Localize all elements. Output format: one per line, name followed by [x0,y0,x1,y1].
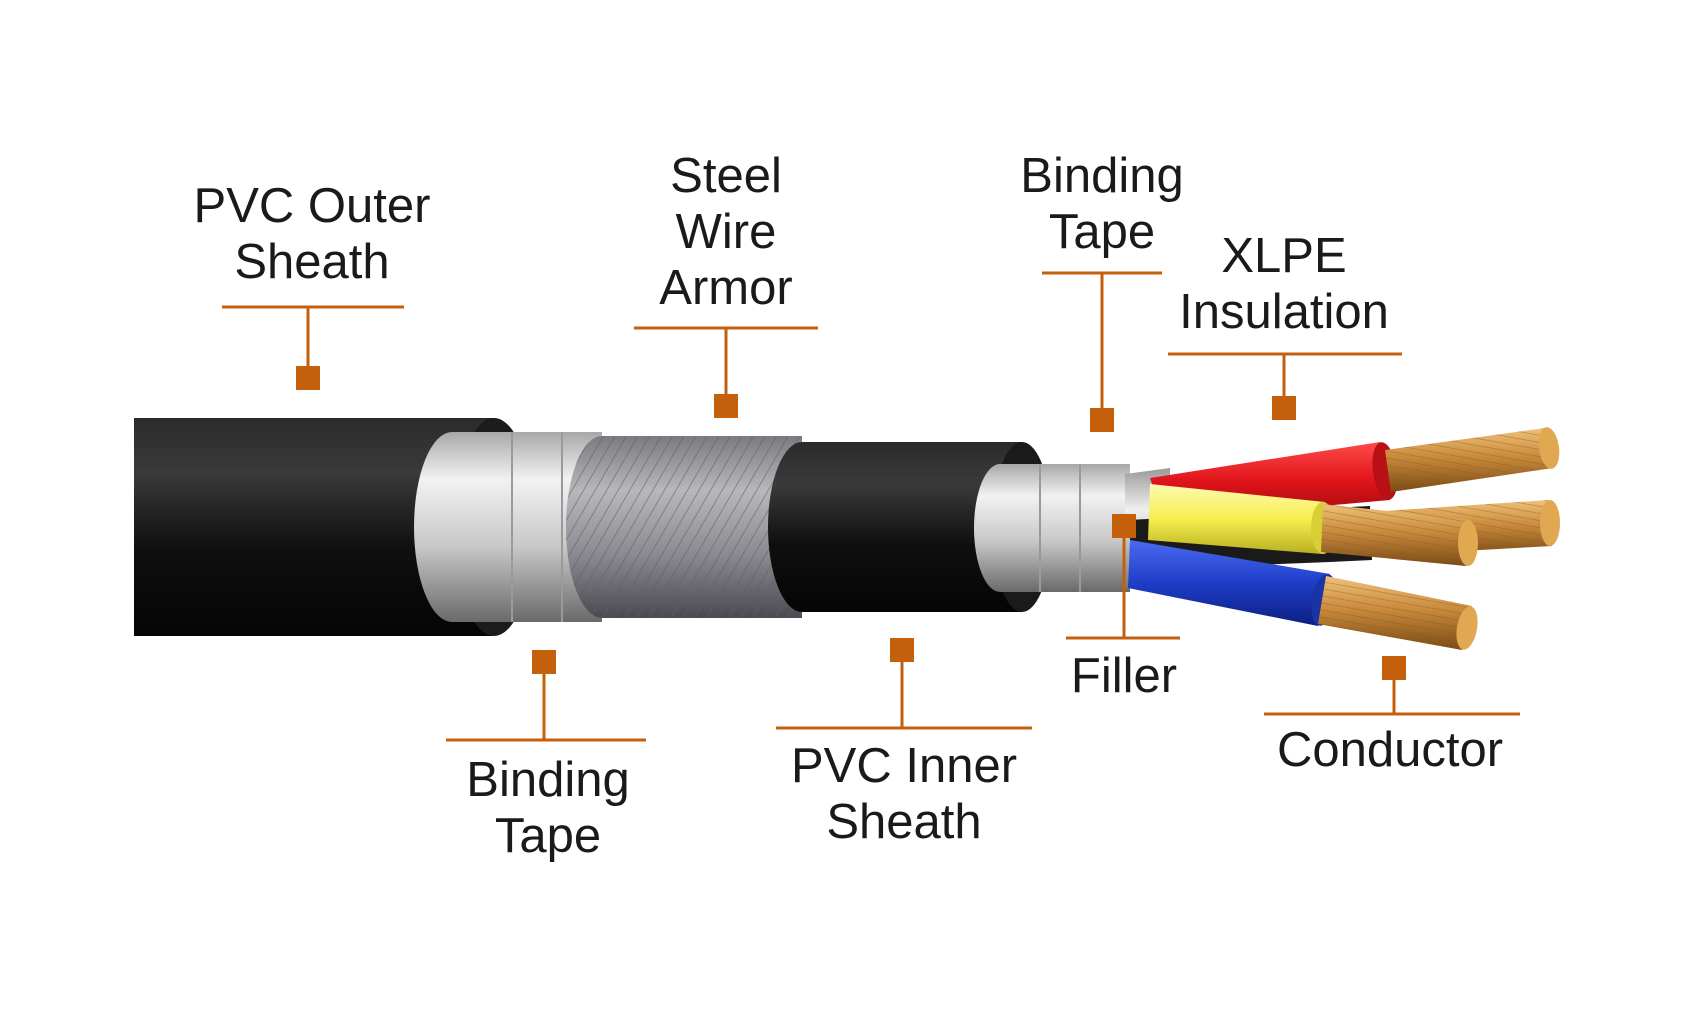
leader-filler [1066,514,1180,640]
label-pvc-inner-sheath: PVC Inner Sheath [790,739,1018,849]
label-pvc-outer-sheath: PVC Outer Sheath [193,179,431,289]
leader-pvc-inner-sheath [776,638,1032,730]
binding-tape-outer-segment [414,432,602,622]
leader-xlpe-insulation [1168,352,1402,420]
leader-steel-wire-armor [634,326,818,418]
label-steel-wire-armor: Steel Wire Armor [659,149,793,315]
leader-pvc-outer-sheath [222,305,404,390]
label-filler: Filler [1070,649,1178,703]
core-blue [1128,540,1478,650]
core-yellow [1148,484,1478,566]
leader-conductor [1264,656,1520,716]
label-conductor: Conductor [1276,723,1504,777]
leader-binding-tape-top [1042,271,1162,432]
binding-tape-inner-segment [974,464,1130,592]
label-binding-tape-bottom: Binding Tape [466,753,630,863]
label-xlpe-insulation: XLPE Insulation [1179,229,1389,339]
steel-wire-armor-segment [566,436,802,618]
leader-binding-tape-bottom [446,650,646,742]
label-binding-tape-top: Binding Tape [1020,149,1184,259]
